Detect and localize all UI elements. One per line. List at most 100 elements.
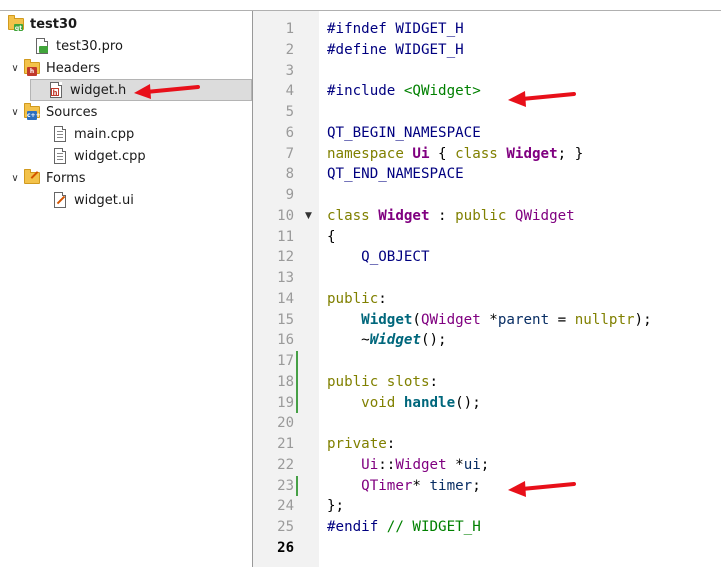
tree-item-headers[interactable]: ∨ h Headers	[8, 57, 100, 79]
code-text: Q_OBJECT	[327, 247, 429, 268]
code-line[interactable]: 16 ~Widget();	[253, 330, 721, 351]
code-token: ~	[327, 332, 370, 349]
code-line[interactable]: 1#ifndef WIDGET_H	[253, 19, 721, 40]
code-text: namespace Ui { class Widget; }	[327, 144, 583, 165]
code-token	[327, 478, 361, 494]
code-token: ;	[480, 456, 490, 473]
code-line[interactable]: 19 void handle();	[253, 392, 721, 414]
fold-toggle-icon[interactable]: ▼	[305, 210, 312, 221]
code-text: {	[327, 227, 336, 248]
line-number: 6	[285, 124, 294, 141]
tree-item-widget-ui[interactable]: widget.ui	[52, 189, 134, 211]
code-text: class Widget : public QWidget	[327, 206, 575, 227]
code-line[interactable]: 23 QTimer* timer;	[253, 475, 721, 497]
code-line[interactable]: 24};	[253, 496, 721, 517]
line-number: 19	[277, 394, 294, 411]
tree-item-main-cpp[interactable]: main.cpp	[52, 123, 134, 145]
code-text: private:	[327, 434, 395, 455]
code-text: #define WIDGET_H	[327, 40, 464, 61]
chevron-down-icon[interactable]: ∨	[11, 106, 19, 118]
red-arrow-icon	[508, 481, 576, 497]
tree-item-sources[interactable]: ∨ c++ Sources	[8, 101, 97, 123]
code-token: :	[386, 436, 396, 452]
code-token: Widget	[378, 207, 430, 224]
line-number: 13	[277, 270, 294, 286]
chevron-down-icon[interactable]: ∨	[11, 172, 19, 184]
code-token: :	[429, 207, 456, 224]
code-line[interactable]: 5	[253, 102, 721, 123]
code-text: QT_BEGIN_NAMESPACE	[327, 123, 481, 144]
code-line[interactable]: 15 Widget(QWidget *parent = nullptr);	[253, 310, 721, 331]
code-token: #endif	[327, 519, 387, 535]
line-number: 9	[285, 187, 294, 203]
code-line[interactable]: 7 namespace Ui { class Widget; }	[253, 144, 721, 165]
line-number: 7	[285, 145, 294, 162]
code-token: void	[361, 394, 404, 411]
code-token: ();	[420, 332, 447, 349]
code-token: );	[634, 311, 652, 328]
code-line[interactable]: 10 ▼ class Widget : public QWidget	[253, 206, 721, 227]
tree-item-forms[interactable]: ∨ Forms	[8, 167, 86, 189]
code-token: :	[429, 373, 439, 390]
chevron-down-icon[interactable]: ∨	[11, 62, 19, 74]
line-number: 20	[277, 415, 294, 432]
code-line[interactable]: 3	[253, 61, 721, 82]
panel-splitter[interactable]	[252, 11, 253, 567]
code-line[interactable]: 2#define WIDGET_H	[253, 40, 721, 61]
code-line[interactable]: 6 QT_BEGIN_NAMESPACE	[253, 123, 721, 144]
code-line[interactable]: 17	[253, 351, 721, 372]
line-number: 14	[277, 290, 294, 307]
code-line[interactable]: 11{	[253, 227, 721, 248]
code-line[interactable]: 4#include <QWidget>	[253, 81, 721, 102]
code-line[interactable]: 21 private:	[253, 434, 721, 455]
code-token: ();	[455, 394, 481, 411]
code-text: void handle();	[327, 393, 481, 414]
code-line[interactable]: 13	[253, 268, 721, 289]
code-text: public slots:	[327, 372, 438, 393]
code-line[interactable]: 9	[253, 185, 721, 206]
code-token: (	[412, 311, 421, 328]
code-line[interactable]: 22 Ui::Widget *ui;	[253, 455, 721, 476]
code-token: Widget	[369, 332, 421, 349]
line-number: 10	[277, 207, 294, 224]
tree-item-widget-cpp[interactable]: widget.cpp	[52, 145, 146, 167]
code-text: #endif // WIDGET_H	[327, 517, 481, 538]
code-token: nullptr	[574, 311, 635, 328]
project-tree: qt test30 test30.pro ∨ h Headers h widge…	[0, 11, 252, 567]
code-token: QWidget	[514, 207, 575, 224]
code-token: *	[446, 456, 464, 473]
line-number-gutter	[253, 11, 319, 567]
code-token: ; }	[557, 145, 584, 162]
tree-item-pro-file[interactable]: test30.pro	[34, 35, 123, 57]
tree-item-project-root[interactable]: qt test30	[8, 13, 77, 35]
line-number: 3	[285, 62, 294, 79]
code-line[interactable]: 20	[253, 413, 721, 434]
code-token: Widget	[506, 145, 558, 162]
code-text: QTimer* timer;	[327, 476, 481, 497]
change-marker	[296, 351, 298, 372]
line-number: 21	[277, 436, 294, 452]
code-token: :	[378, 290, 387, 307]
ui-file-icon	[52, 192, 68, 208]
tree-item-label: Forms	[46, 170, 86, 186]
line-number: 26	[277, 539, 294, 556]
code-text: };	[327, 496, 344, 517]
code-token: Widget	[395, 456, 447, 473]
cpp-file-icon	[52, 148, 68, 164]
code-token: class	[327, 207, 379, 224]
code-line[interactable]: 26	[253, 538, 721, 559]
code-text: ~Widget();	[327, 330, 447, 351]
change-marker	[296, 392, 298, 414]
code-token: #define WIDGET_H	[327, 41, 464, 58]
line-number: 8	[285, 166, 294, 183]
code-token: ::	[378, 456, 396, 473]
code-line[interactable]: 25#endif // WIDGET_H	[253, 517, 721, 538]
code-line[interactable]: 12 Q_OBJECT	[253, 247, 721, 268]
code-token: Widget	[361, 311, 413, 328]
code-token: class	[455, 145, 507, 162]
code-text: Ui::Widget *ui;	[327, 455, 489, 476]
